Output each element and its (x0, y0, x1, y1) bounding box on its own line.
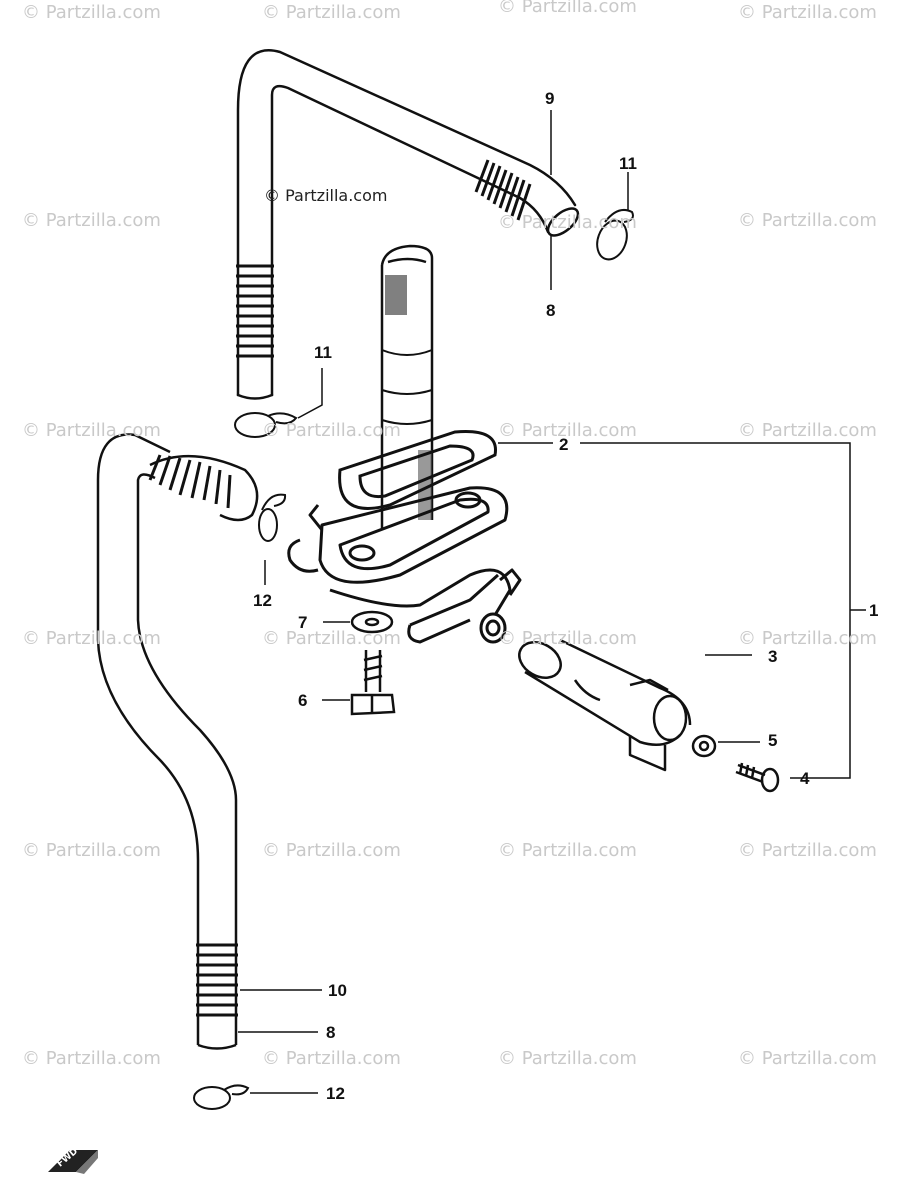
watermark: © Partzilla.com (498, 420, 637, 441)
watermark: © Partzilla.com (22, 628, 161, 649)
lower-hose-ribs-bottom (196, 943, 238, 1017)
watermark: © Partzilla.com (738, 628, 877, 649)
watermark: © Partzilla.com (22, 840, 161, 861)
watermark: © Partzilla.com (738, 1048, 877, 1069)
watermark: © Partzilla.com (262, 840, 401, 861)
bolt-6 (350, 650, 396, 716)
watermark: © Partzilla.com (264, 186, 388, 205)
washer-7 (350, 610, 394, 634)
leader-lines (238, 110, 866, 1094)
watermark: © Partzilla.com (22, 420, 161, 441)
callout-12-bottom: 12 (326, 1084, 345, 1103)
callout-6: 6 (298, 691, 308, 710)
callout-1: 1 (869, 601, 879, 620)
washer-5 (691, 734, 717, 758)
watermark: © Partzilla.com (738, 840, 877, 861)
callout-9: 9 (545, 89, 555, 108)
strainer-mesh (385, 275, 432, 520)
callout-11-left: 11 (314, 343, 332, 362)
lower-fuel-hose (96, 433, 259, 1050)
hose-clip-12-bottom (193, 1084, 250, 1110)
callout-10: 10 (328, 981, 347, 1000)
watermark: © Partzilla.com (498, 1048, 637, 1069)
callout-11-top: 11 (619, 154, 637, 173)
watermark: © Partzilla.com (738, 210, 877, 231)
hose-clip-11-top (596, 209, 634, 261)
watermark: © Partzilla.com (262, 420, 401, 441)
callout-12-mid: 12 (253, 591, 272, 610)
hose-clip-12-mid (258, 493, 287, 542)
callout-8-bottom: 8 (326, 1023, 336, 1042)
callout-2: 2 (559, 435, 569, 454)
fuel-cock-lever (518, 638, 692, 772)
watermark: © Partzilla.com (22, 2, 161, 23)
upper-hose-ribs-right (474, 159, 532, 221)
upper-hose-ribs-left (236, 264, 274, 358)
screw-4 (735, 762, 780, 793)
lower-hose-ribs-top (148, 454, 232, 509)
fuel-cock-body (287, 486, 522, 644)
callout-4: 4 (800, 769, 810, 788)
watermark: © Partzilla.com (738, 420, 877, 441)
watermark: © Partzilla.com (498, 840, 637, 861)
watermark: © Partzilla.com (498, 212, 637, 233)
watermark: © Partzilla.com (262, 2, 401, 23)
watermark: © Partzilla.com (498, 0, 637, 17)
upper-fuel-hose (236, 49, 580, 400)
callout-7: 7 (298, 613, 308, 632)
callout-3: 3 (768, 647, 778, 666)
watermark: © Partzilla.com (498, 628, 637, 649)
watermark: © Partzilla.com (22, 210, 161, 231)
callout-5: 5 (768, 731, 778, 750)
watermark: © Partzilla.com (262, 628, 401, 649)
strainer-bands (381, 349, 433, 425)
callout-8-top: 8 (546, 301, 556, 320)
forward-direction-badge (48, 1150, 98, 1174)
gasket-o-ring (338, 429, 497, 510)
watermark: © Partzilla.com (22, 1048, 161, 1069)
watermark: © Partzilla.com (262, 1048, 401, 1069)
hose-clip-11-left (234, 412, 298, 438)
watermark: © Partzilla.com (738, 2, 877, 23)
